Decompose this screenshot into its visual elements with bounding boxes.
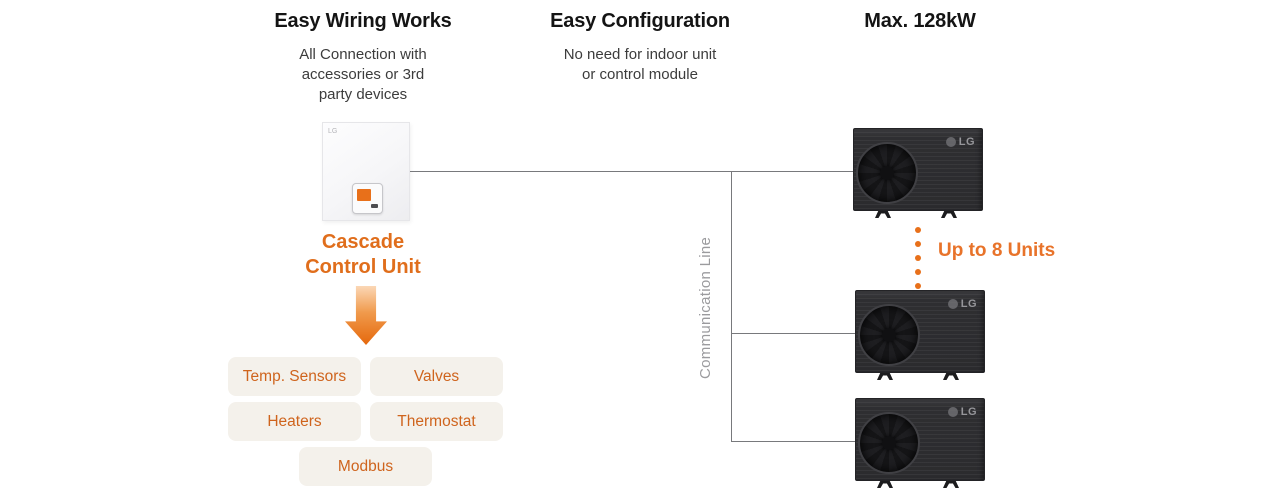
accessory-temp-sensors: Temp. Sensors — [228, 357, 361, 396]
lg-badge: LG — [945, 136, 975, 148]
fan-grille-icon — [858, 412, 920, 474]
display-screen — [357, 189, 371, 201]
dotted-line — [915, 227, 921, 289]
heat-pump-unit-2: LG — [855, 290, 985, 380]
unit-legs — [853, 211, 983, 218]
header-easy-wiring-works: Easy Wiring Works — [274, 10, 452, 32]
cascade-control-unit-image: LG — [322, 122, 410, 221]
wire-main-horizontal — [410, 171, 853, 172]
cascade-control-unit-label: Cascade Control Unit — [305, 231, 421, 278]
fan-grille-icon — [856, 142, 918, 204]
accessory-thermostat: Thermostat — [370, 402, 503, 441]
accessory-modbus: Modbus — [299, 447, 432, 486]
subtitle-easy-wiring-works: All Connection with accessories or 3rd p… — [299, 46, 427, 103]
unit-legs — [855, 373, 985, 380]
arrow-down-icon — [345, 286, 387, 345]
fan-grille-icon — [858, 304, 920, 366]
lg-badge: LG — [947, 406, 977, 418]
accessory-heaters: Heaters — [228, 402, 361, 441]
lg-badge-circle — [947, 407, 958, 417]
lg-badge-circle — [945, 137, 956, 147]
lg-badge-circle — [947, 299, 958, 309]
heat-pump-unit-1: LG — [853, 128, 983, 218]
display-button — [371, 204, 378, 208]
unit-legs — [855, 481, 985, 488]
up-to-8-units-label: Up to 8 Units — [938, 240, 1056, 261]
header-max-capacity: Max. 128kW — [864, 10, 976, 32]
control-display-panel — [352, 183, 383, 214]
wire-branch-unit2 — [731, 333, 855, 334]
accessory-valves: Valves — [370, 357, 503, 396]
communication-line-label: Communication Line — [697, 236, 714, 379]
subtitle-easy-configuration: No need for indoor unit or control modul… — [563, 46, 717, 83]
wire-branch-unit3 — [731, 441, 855, 442]
lg-logo: LG — [328, 128, 338, 135]
heat-pump-unit-3: LG — [855, 398, 985, 488]
header-easy-configuration: Easy Configuration — [550, 10, 730, 32]
wire-vertical-bus — [731, 171, 732, 441]
lg-badge: LG — [947, 298, 977, 310]
